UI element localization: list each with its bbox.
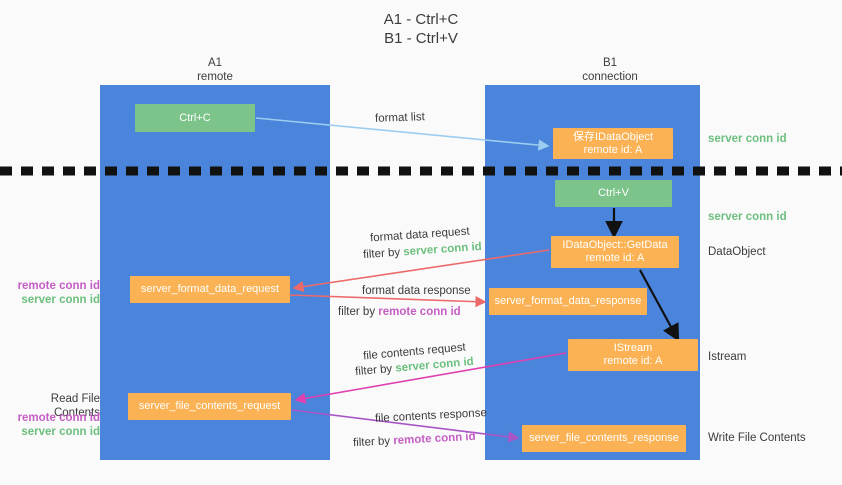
label-server-conn-id: server conn id xyxy=(21,426,100,438)
arrow-label-format-data-response-filter: filter by remote conn id xyxy=(338,305,461,319)
box-server-format-data-response[interactable]: server_format_data_response xyxy=(489,288,647,315)
box-idataobject-getdata[interactable]: IDataObject::GetData remote id: A xyxy=(551,236,679,268)
filter-value-server-conn-id: server conn id xyxy=(402,240,483,259)
label-remote-conn-id: remote conn id xyxy=(17,280,100,292)
page-title: A1 - Ctrl+C B1 - Ctrl+V xyxy=(383,11,459,47)
arrow-label-file-contents-response: file contents response xyxy=(374,407,488,425)
box-server-format-data-request[interactable]: server_format_data_request xyxy=(130,276,290,303)
label-write-file-contents: Write File Contents xyxy=(708,432,806,444)
filter-prefix: filter by xyxy=(352,435,394,450)
filter-value-remote-conn-id: remote conn id xyxy=(392,430,476,448)
box-server-file-contents-request[interactable]: server_file_contents_request xyxy=(128,393,291,420)
filter-prefix: filter by xyxy=(362,246,404,262)
arrow-label-format-list: format list xyxy=(374,111,426,125)
filter-value-remote-conn-id: remote conn id xyxy=(378,306,461,318)
column-header-b1: B1 connection xyxy=(582,57,638,83)
label-dataobject: DataObject xyxy=(708,246,766,258)
label-remote-conn-id: remote conn id xyxy=(17,412,100,424)
label-istream: Istream xyxy=(708,351,747,363)
label-server-conn-id-mid: server conn id xyxy=(708,211,787,223)
arrow-label-file-contents-response-filter: filter by remote conn id xyxy=(353,430,476,450)
box-ctrl-v[interactable]: Ctrl+V xyxy=(555,180,672,207)
filter-prefix: filter by xyxy=(338,306,379,318)
label-read-file-contents: Read File Contents xyxy=(50,393,100,419)
label-left-conn-ids-bottom: remote conn id server conn id xyxy=(8,411,100,439)
column-header-a1: A1 remote xyxy=(197,57,233,83)
label-server-conn-id-top: server conn id xyxy=(708,133,787,145)
arrow-label-format-data-response: format data response xyxy=(362,285,471,297)
box-server-file-contents-response[interactable]: server_file_contents_response xyxy=(522,425,686,452)
filter-prefix: filter by xyxy=(354,362,396,379)
label-server-conn-id: server conn id xyxy=(21,294,100,306)
box-ctrl-c[interactable]: Ctrl+C xyxy=(135,104,255,132)
box-istream[interactable]: IStream remote id: A xyxy=(568,339,698,371)
label-left-conn-ids-top: remote conn id server conn id xyxy=(8,279,100,307)
box-idataobject[interactable]: 保存IDataObject remote id: A xyxy=(553,128,673,159)
